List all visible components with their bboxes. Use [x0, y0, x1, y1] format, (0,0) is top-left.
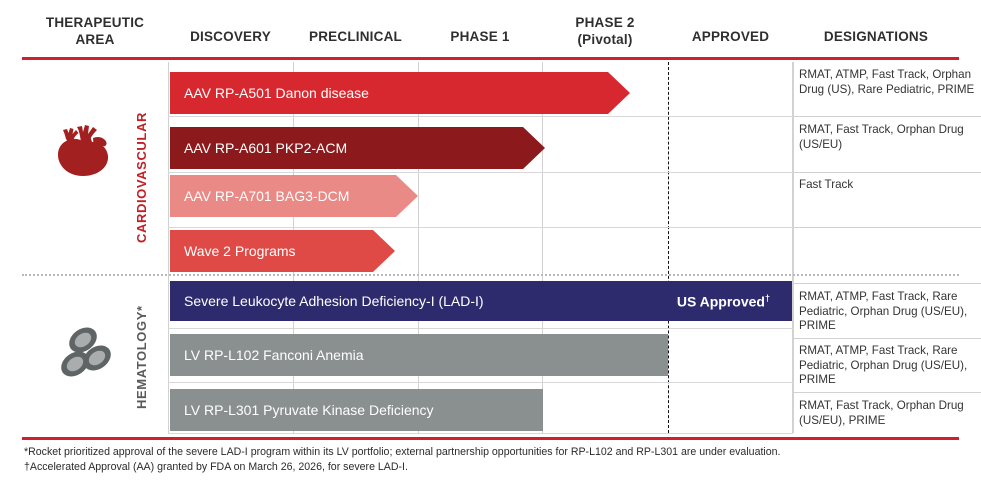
section-label-hematology: HEMATOLOGY* — [134, 305, 149, 410]
blood-cells-icon — [52, 320, 118, 386]
designation-separator — [793, 227, 981, 228]
footnote-1: *Rocket prioritized approval of the seve… — [24, 446, 781, 458]
program-label: LV RP-L301 Pyruvate Kinase Deficiency — [184, 402, 434, 418]
designation-cell-rp-a501: RMAT, ATMP, Fast Track, Orphan Drug (US)… — [799, 68, 975, 96]
header-line1: APPROVED — [691, 29, 770, 44]
approval-status-marker: † — [764, 292, 770, 303]
designation-separator — [793, 116, 981, 117]
program-label: Severe Leukocyte Adhesion Deficiency-I (… — [184, 293, 484, 309]
designation-cell-lad-i: RMAT, ATMP, Fast Track, Rare Pediatric, … — [799, 290, 968, 333]
designation-cell-rp-a701: Fast Track — [799, 178, 854, 191]
program-label: Wave 2 Programs — [184, 243, 296, 259]
row-separator — [168, 328, 793, 329]
program-bar-rp-a701[interactable]: AAV RP-A701 BAG3-DCM — [170, 175, 418, 217]
approval-boundary-dashed-line — [668, 62, 669, 433]
header-approved: APPROVED — [668, 28, 793, 45]
footnote-2: †Accelerated Approval (AA) granted by FD… — [24, 460, 408, 473]
designation-separator — [793, 283, 981, 284]
header-therapeutic-area: THERAPEUTIC AREA — [22, 14, 168, 48]
header-line1: PRECLINICAL — [309, 29, 402, 44]
header-line1: DISCOVERY — [190, 29, 271, 44]
table-header: THERAPEUTIC AREA DISCOVERY PRECLINICAL P… — [0, 0, 981, 60]
program-label: AAV RP-A701 BAG3-DCM — [184, 188, 350, 204]
header-phase-1: PHASE 1 — [418, 28, 542, 45]
program-label: AAV RP-A601 PKP2-ACM — [184, 140, 348, 156]
row-separator — [168, 116, 793, 117]
program-label: AAV RP-A501 Danon disease — [184, 85, 369, 101]
program-bar-rp-a501[interactable]: AAV RP-A501 Danon disease — [170, 72, 630, 114]
designation-cell-rp-l301: RMAT, Fast Track, Orphan Drug (US/EU), P… — [799, 399, 964, 427]
footnotes: *Rocket prioritized approval of the seve… — [24, 445, 964, 474]
designation-cell-rp-a601: RMAT, Fast Track, Orphan Drug (US/EU) — [799, 123, 964, 151]
program-bar-rp-l102[interactable]: LV RP-L102 Fanconi Anemia — [170, 334, 668, 376]
footer-rule — [22, 437, 959, 440]
row-separator — [168, 172, 793, 173]
grid-line-5 — [792, 62, 793, 433]
section-divider — [22, 274, 959, 276]
grid-line-3 — [542, 62, 543, 433]
row-separator — [168, 382, 793, 383]
program-bar-rp-a601[interactable]: AAV RP-A601 PKP2-ACM — [170, 127, 545, 169]
program-bar-lad-i[interactable]: Severe Leukocyte Adhesion Deficiency-I (… — [170, 281, 792, 321]
row-separator — [168, 433, 793, 434]
header-line1: PHASE 1 — [450, 29, 510, 44]
designations-left-border — [793, 62, 794, 433]
header-discovery: DISCOVERY — [168, 28, 293, 45]
header-line2: AREA — [75, 32, 115, 47]
grid-line-2 — [418, 62, 419, 433]
header-rule — [22, 57, 959, 60]
header-phase-2: PHASE 2 (Pivotal) — [542, 14, 668, 48]
program-label: LV RP-L102 Fanconi Anemia — [184, 347, 364, 363]
header-line1: THERAPEUTIC — [45, 15, 145, 30]
designations-column: RMAT, ATMP, Fast Track, Orphan Drug (US)… — [793, 62, 981, 433]
row-separator — [168, 227, 793, 228]
designation-separator — [793, 392, 981, 393]
approval-status-label: US Approved† — [677, 293, 770, 310]
approval-status-text: US Approved — [676, 293, 765, 310]
program-bar-rp-l301[interactable]: LV RP-L301 Pyruvate Kinase Deficiency — [170, 389, 543, 431]
header-line1: PHASE 2 — [575, 15, 635, 30]
heart-icon — [52, 118, 114, 180]
header-preclinical: PRECLINICAL — [293, 28, 418, 45]
designation-separator — [793, 172, 981, 173]
header-designations: DESIGNATIONS — [793, 28, 959, 45]
header-line2: (Pivotal) — [577, 32, 633, 47]
section-label-cardiovascular: CARDIOVASCULAR — [134, 112, 149, 244]
designation-cell-rp-l102: RMAT, ATMP, Fast Track, Rare Pediatric, … — [799, 344, 968, 387]
header-line1: DESIGNATIONS — [823, 29, 929, 44]
designation-separator — [793, 338, 981, 339]
grid-line-0 — [168, 62, 169, 433]
program-bar-wave-2[interactable]: Wave 2 Programs — [170, 230, 395, 272]
